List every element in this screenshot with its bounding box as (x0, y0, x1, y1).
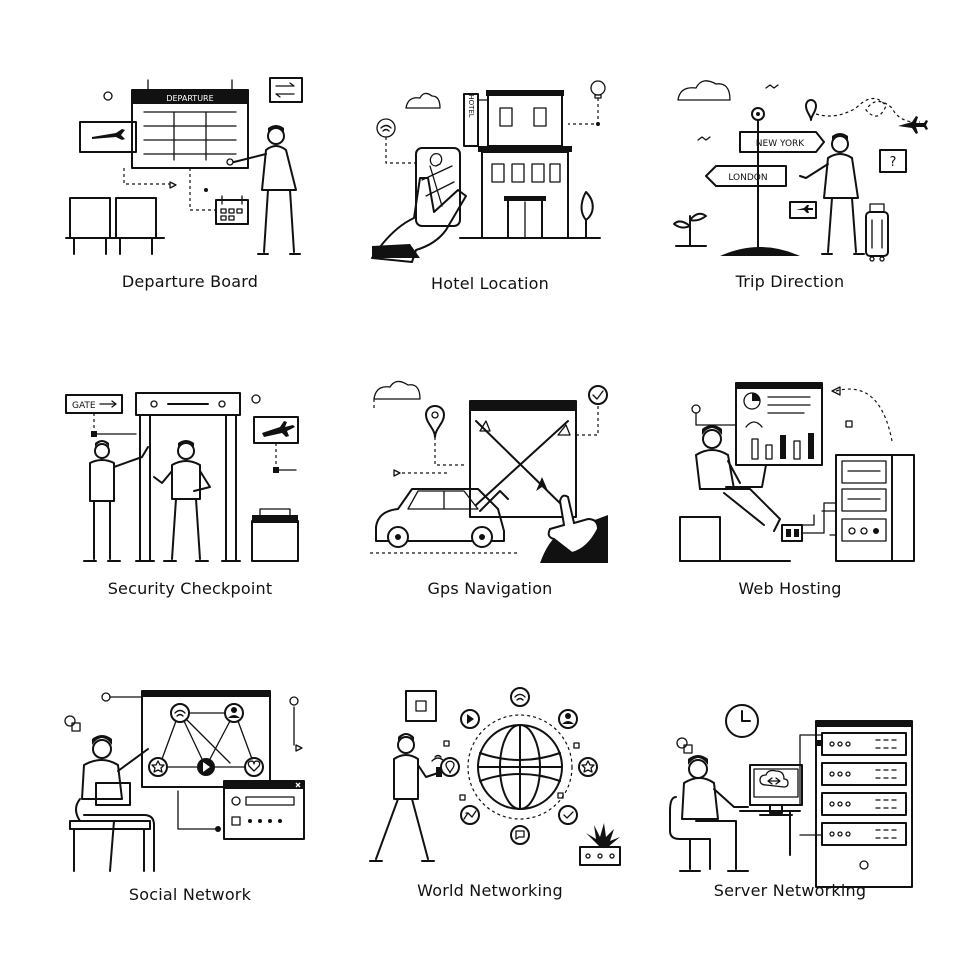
departure-board-illustration: DEPARTURE (65, 77, 303, 255)
social-network-illustration (64, 690, 305, 872)
sign-london: LONDON (728, 173, 767, 183)
tile-caption: Hotel Location (431, 274, 549, 293)
departure-board-title: DEPARTURE (166, 94, 213, 103)
security-checkpoint-illustration: GATE (65, 392, 299, 562)
tile-caption: World Networking (417, 881, 563, 900)
tile-caption: Departure Board (121, 272, 259, 291)
server-networking-illustration (669, 704, 913, 888)
tile-world-networking: World Networking (340, 685, 640, 935)
tile-security-checkpoint: GATE Security Checkpoint (40, 375, 340, 625)
tile-social-network: Social Network (40, 685, 340, 935)
tile-caption: Security Checkpoint (107, 579, 273, 598)
world-networking-illustration (369, 687, 621, 866)
tile-departure-board: DEPARTURE Departure Board (40, 70, 340, 320)
question-mark: ? (890, 155, 897, 170)
hotel-sign-text: HOTEL (467, 94, 475, 117)
tile-gps-navigation: Gps Navigation (340, 375, 640, 625)
gps-navigation-illustration (370, 380, 608, 563)
gate-sign-text: GATE (72, 401, 96, 411)
tile-hotel-location: HOTEL Hotel Location (340, 70, 640, 320)
tile-trip-direction: NEW YORK LONDON ? Trip Direction (640, 70, 940, 320)
server-rack-units (821, 732, 907, 870)
web-hosting-illustration (679, 382, 915, 562)
tile-caption: Server Networking (713, 881, 867, 900)
tile-caption: Trip Direction (735, 272, 845, 291)
trip-direction-illustration: NEW YORK LONDON ? (673, 80, 928, 262)
tile-server-networking: Server Networking (640, 685, 940, 935)
tile-caption: Gps Navigation (427, 579, 553, 598)
sign-new-york: NEW YORK (756, 139, 806, 149)
tile-caption: Social Network (128, 885, 252, 904)
tile-caption: Web Hosting (738, 579, 842, 598)
tile-web-hosting: Web Hosting (640, 375, 940, 625)
hotel-location-illustration: HOTEL (371, 80, 606, 263)
